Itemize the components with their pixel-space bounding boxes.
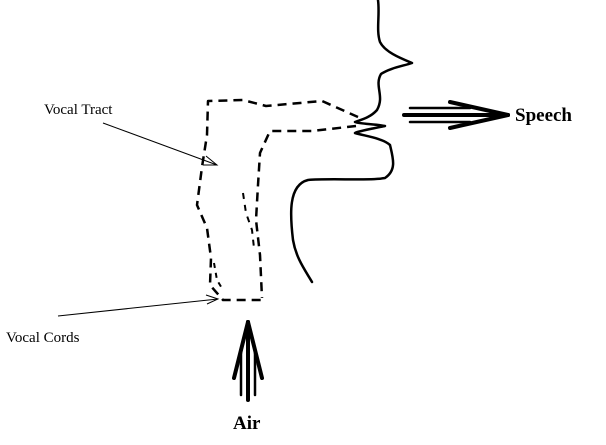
vocal-tract-pointer-head: [203, 155, 219, 166]
speech-label: Speech: [515, 105, 572, 126]
face-profile-outline: [289, 0, 414, 284]
vocal-tract-outer-wall: [195, 98, 359, 302]
vocal-tract-label: Vocal Tract: [44, 102, 113, 118]
air-label: Air: [233, 413, 261, 434]
vocal-tract-pointer: [102, 122, 218, 166]
vocal-tract-inner-marks: [242, 192, 255, 249]
vocal-cords-pointer: [57, 298, 219, 317]
air-arrow: [232, 320, 264, 402]
vocal-cords-marks: [213, 262, 224, 291]
vocal-cords-pointer-head: [205, 294, 220, 305]
speech-arrow: [402, 100, 510, 130]
vocal-tract-inner-wall: [254, 124, 357, 299]
vocal-cords-label: Vocal Cords: [6, 330, 80, 346]
